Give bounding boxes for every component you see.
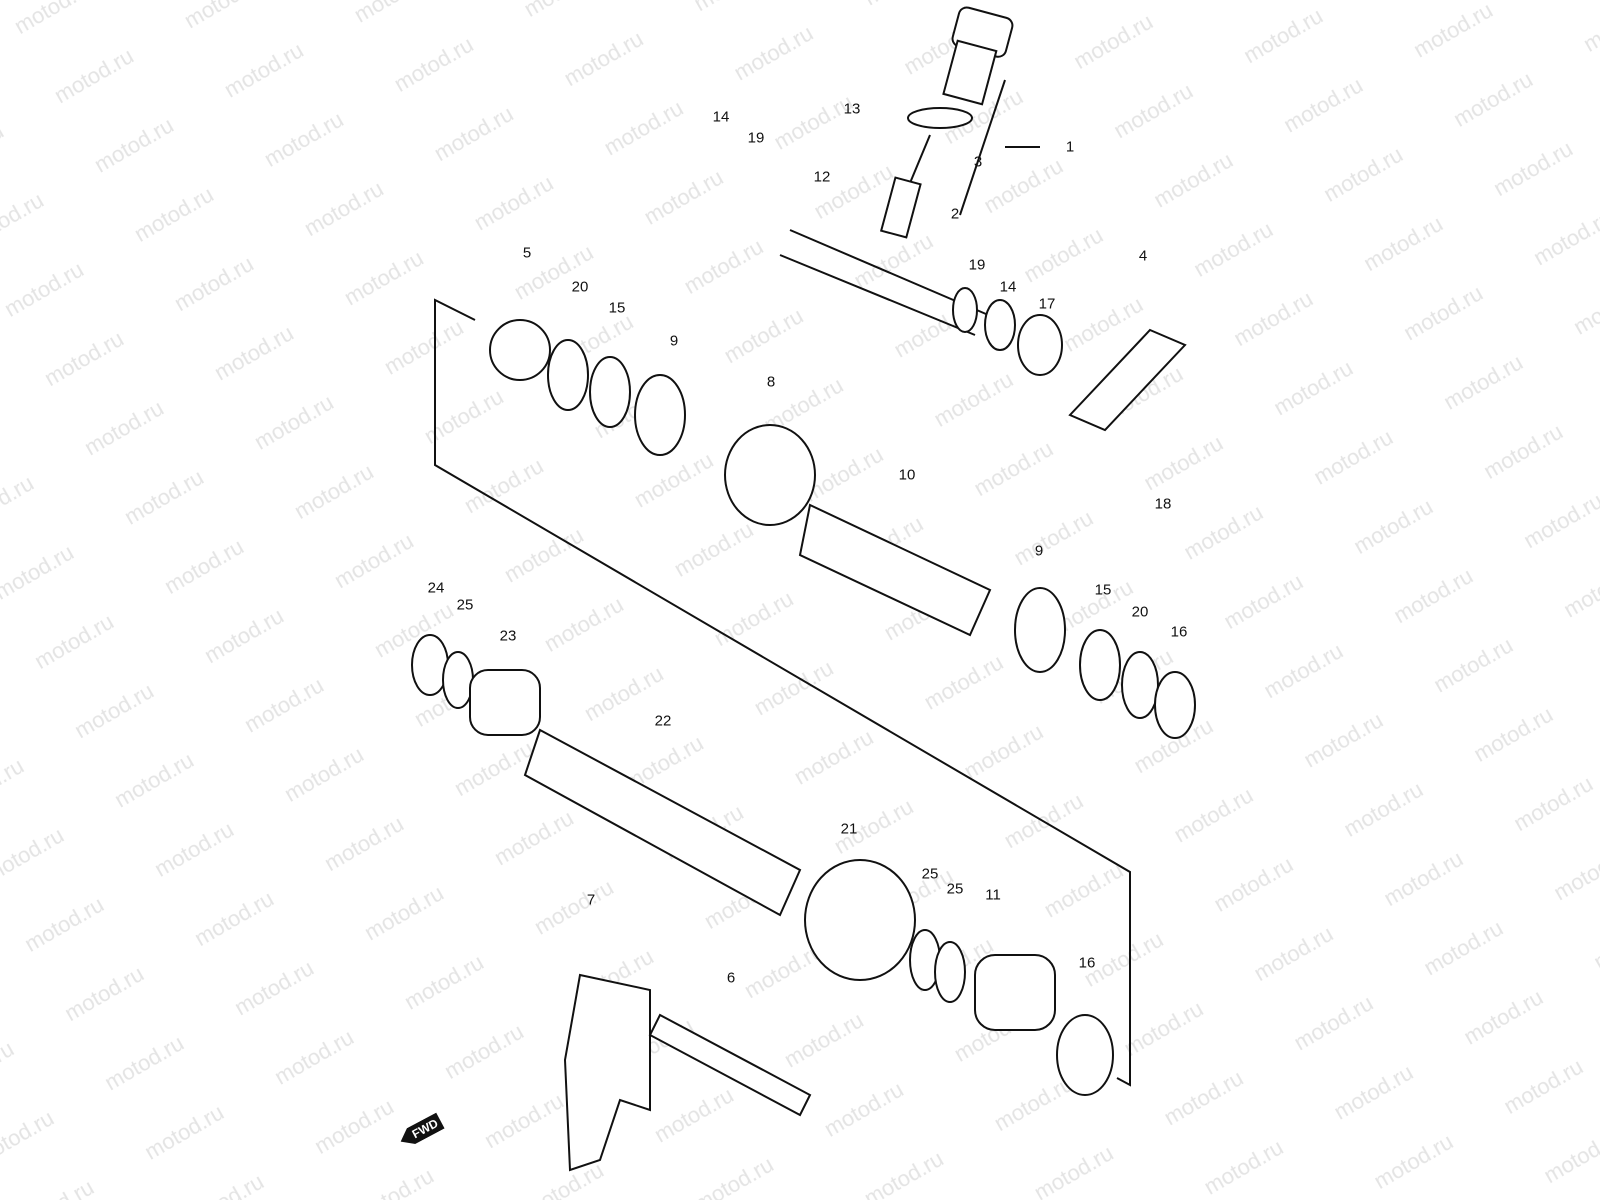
part-label: 7 xyxy=(586,891,596,909)
part-label: 2 xyxy=(950,205,960,223)
part-label: 20 xyxy=(571,278,589,296)
assembly-bracket xyxy=(434,298,1131,1087)
part-label: 11 xyxy=(985,886,1001,904)
part-label: 6 xyxy=(726,969,736,987)
part-label: 12 xyxy=(813,168,831,186)
part-label: 25 xyxy=(456,596,474,614)
part-label: 24 xyxy=(427,579,445,597)
part-label: 16 xyxy=(1170,623,1188,641)
part-label: 25 xyxy=(946,880,964,898)
part-label: 8 xyxy=(766,373,776,391)
part-label: 20 xyxy=(1131,603,1149,621)
part-label: 3 xyxy=(973,153,983,171)
part-label: 13 xyxy=(843,100,861,118)
part-label: 21 xyxy=(840,820,858,838)
part-label: 10 xyxy=(898,466,916,484)
part-label: 14 xyxy=(712,108,730,126)
part-label: 15 xyxy=(1094,581,1112,599)
part-label: 1 xyxy=(1065,138,1075,156)
part-label: 22 xyxy=(654,712,672,730)
part-label: 19 xyxy=(747,129,765,147)
part-label: 9 xyxy=(669,332,679,350)
part-label: 9 xyxy=(1034,542,1044,560)
part-label: 19 xyxy=(968,256,986,274)
part-label: 16 xyxy=(1078,954,1096,972)
part-label: 14 xyxy=(999,278,1017,296)
part-label: 4 xyxy=(1138,247,1148,265)
part-label: 15 xyxy=(608,299,626,317)
part-label: 17 xyxy=(1038,295,1056,313)
part-label: 25 xyxy=(921,865,939,883)
part-label: 23 xyxy=(499,627,517,645)
part-label: 18 xyxy=(1154,495,1172,513)
part-label: 5 xyxy=(522,244,532,262)
